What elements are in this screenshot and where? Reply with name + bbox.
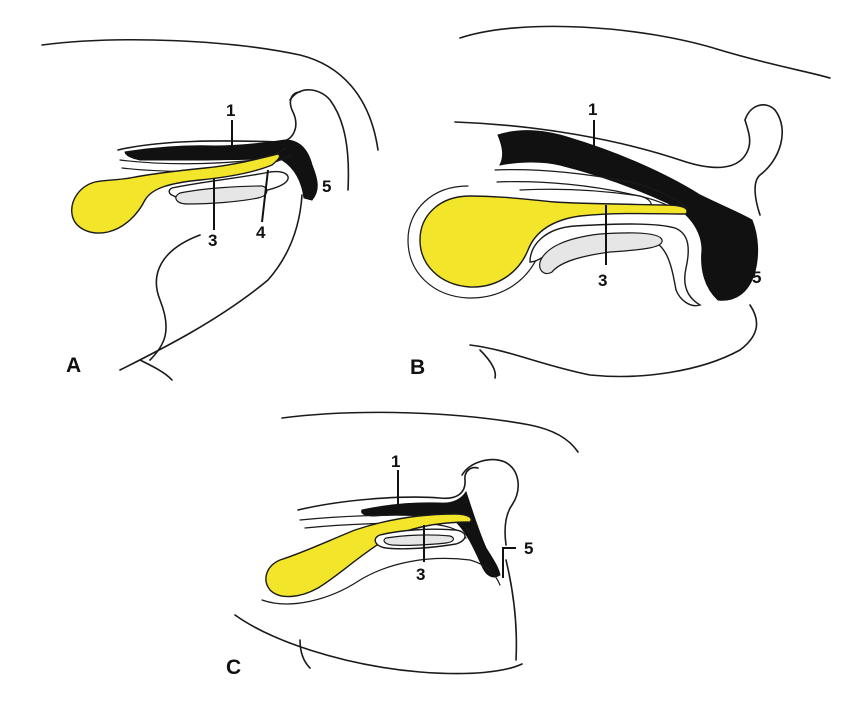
panel-a-cavity xyxy=(175,185,268,205)
panel-c-leader-5 xyxy=(502,547,516,578)
panel-c-callout-3: 3 xyxy=(416,565,425,584)
panel-c-lower-lumen xyxy=(261,557,501,605)
panel-a-callout-4: 4 xyxy=(256,223,266,242)
panel-b-cavity xyxy=(539,232,663,275)
panel-b-mucosa-lower xyxy=(496,181,677,211)
panel-c-outer-contour xyxy=(281,411,579,453)
panel-a-chin xyxy=(139,359,173,381)
panel-c-oral-roof xyxy=(297,466,479,511)
panel-c-chin xyxy=(299,639,311,669)
panel-a-leader-4 xyxy=(261,169,269,223)
panel-b-pouch xyxy=(419,195,688,288)
panel-a-callout-3: 3 xyxy=(208,231,217,250)
panel-a-outer-contour xyxy=(41,38,379,151)
panel-b-chin xyxy=(479,349,497,379)
panel-b-skull-curve xyxy=(744,104,783,216)
panel-b: 1 3 5 B xyxy=(407,25,831,379)
panel-b-oral-roof xyxy=(454,119,751,169)
panel-c-pouch xyxy=(265,513,472,598)
panel-a-callout-1: 1 xyxy=(226,101,235,120)
panel-b-callout-5: 5 xyxy=(752,268,761,287)
panel-a-pouch xyxy=(71,153,281,234)
panel-c-callout-5: 5 xyxy=(524,539,533,558)
panel-c-callout-1: 1 xyxy=(391,452,400,471)
panel-b-mucosa-upper xyxy=(494,169,686,207)
panel-c-lower-jaw xyxy=(234,614,523,675)
panel-b-structure-1 xyxy=(497,130,759,301)
panel-c-throat xyxy=(505,559,518,661)
panel-a-skull-curve xyxy=(289,89,350,191)
panel-c-cavity xyxy=(383,534,455,546)
panel-b-lower-jaw xyxy=(469,304,758,378)
panel-b-pouch-outer xyxy=(407,185,539,299)
panel-b-callout-1: 1 xyxy=(588,100,597,119)
panel-c-label: C xyxy=(226,656,241,679)
panel-a-lower-jaw xyxy=(119,194,303,371)
panel-a-callout-5: 5 xyxy=(322,177,331,196)
panel-c: 1 3 5 C xyxy=(226,411,579,679)
panel-a-label: A xyxy=(66,354,81,377)
panel-b-outer-contour xyxy=(459,25,831,79)
panel-a-oral-roof xyxy=(117,91,301,151)
panel-b-label: B xyxy=(410,356,425,379)
panel-a-structure-1 xyxy=(124,139,318,201)
panel-b-callout-3: 3 xyxy=(598,271,607,290)
panel-a-mucosa-upper xyxy=(119,147,287,165)
panel-a-neck-line xyxy=(149,234,201,361)
panel-c-skull-curve xyxy=(461,458,519,546)
panel-a: 1 3 4 5 A xyxy=(41,38,379,381)
